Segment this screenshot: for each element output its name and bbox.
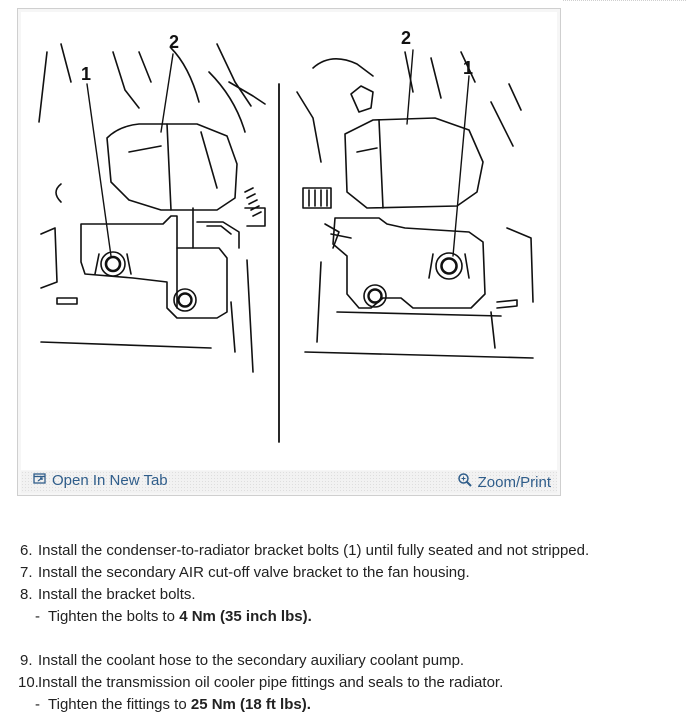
step-number: 6. bbox=[20, 542, 33, 559]
step-text: Install the secondary AIR cut-off valve … bbox=[38, 564, 470, 581]
substep-prefix: Tighten the bolts to bbox=[48, 608, 180, 625]
open-in-new-tab-link[interactable]: Open In New Tab bbox=[33, 472, 168, 489]
step-number: 7. bbox=[20, 564, 33, 581]
substep-text: Tighten the bolts to 4 Nm (35 inch lbs). bbox=[48, 606, 312, 628]
step-text: Install the bracket bolts. bbox=[38, 586, 196, 603]
step-number: 8. bbox=[20, 586, 33, 603]
left-panel-drawing bbox=[38, 43, 266, 373]
top-dotted-rule bbox=[563, 0, 686, 5]
substep-dash: - bbox=[35, 696, 40, 713]
torque-value: 4 Nm (35 inch lbs). bbox=[179, 608, 312, 625]
magnifier-icon bbox=[457, 472, 473, 492]
step-text: Install the coolant hose to the secondar… bbox=[38, 652, 465, 669]
bracket-diagram: 1 2 2 1 bbox=[38, 28, 534, 443]
step-number: 10. bbox=[18, 674, 39, 691]
substep-dash: - bbox=[35, 608, 40, 625]
substep-prefix: Tighten the fittings to bbox=[48, 696, 191, 713]
torque-value: 25 Nm (18 ft lbs). bbox=[190, 696, 311, 713]
step-number: 9. bbox=[20, 652, 33, 669]
right-panel-drawing bbox=[296, 49, 534, 359]
zoom-print-link[interactable]: Zoom/Print bbox=[457, 472, 551, 492]
figure-toolbar: Open In New Tab Zoom/Print bbox=[21, 471, 557, 493]
zoom-print-label: Zoom/Print bbox=[477, 473, 551, 491]
open-tab-icon bbox=[33, 472, 47, 489]
open-in-new-tab-label: Open In New Tab bbox=[52, 472, 168, 489]
step-text: Install the condenser-to-radiator bracke… bbox=[38, 542, 590, 559]
substep-text: Tighten the fittings to 25 Nm (18 ft lbs… bbox=[48, 694, 311, 716]
callout-1-right: 1 bbox=[463, 58, 473, 78]
step-text: Install the transmission oil cooler pipe… bbox=[38, 674, 504, 691]
callout-2-right: 2 bbox=[401, 28, 411, 48]
figure-frame: 1 2 2 1 Open In New Tab bbox=[17, 8, 561, 496]
callout-1-left: 1 bbox=[81, 64, 91, 84]
callout-2-left: 2 bbox=[169, 32, 179, 52]
technical-illustration: 1 2 2 1 bbox=[21, 12, 557, 470]
